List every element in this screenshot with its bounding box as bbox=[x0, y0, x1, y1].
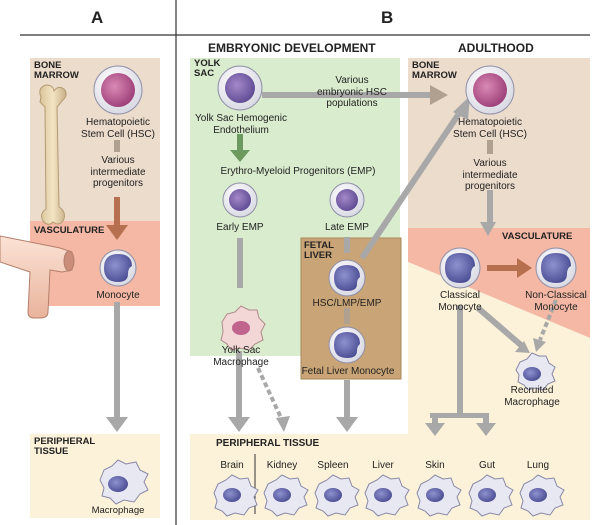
fetal-liver-label: FETAL LIVER bbox=[304, 240, 334, 262]
hsc-lmp-emp-cell bbox=[328, 259, 366, 297]
nonclassical-monocyte-label: Non-Classical Monocyte bbox=[525, 290, 587, 313]
adulthood-heading: ADULTHOOD bbox=[458, 41, 534, 55]
macrophage-label-a: Macrophage bbox=[91, 505, 145, 516]
hsc-lmp-emp-label: HSC/LMP/EMP bbox=[312, 298, 382, 309]
hsc-label-a: Hematopoietic Stem Cell (HSC) bbox=[81, 117, 155, 140]
classical-monocyte-cell bbox=[439, 247, 481, 289]
nonclassical-monocyte-cell bbox=[535, 247, 577, 289]
macrophage-cell-a bbox=[99, 459, 149, 505]
hsc-cell-b bbox=[465, 65, 515, 115]
hsc-label-b: Hematopoietic Stem Cell (HSC) bbox=[453, 117, 527, 140]
tissue-macrophages bbox=[213, 474, 565, 517]
fetal-liver-monocyte-label: Fetal Liver Monocyte bbox=[301, 366, 395, 377]
intermediate-label-b: Various intermediate progenitors bbox=[462, 158, 518, 192]
vasculature-label-a: VASCULATURE bbox=[34, 225, 105, 236]
arrows bbox=[106, 85, 558, 436]
embryonic-heading: EMBRYONIC DEVELOPMENT bbox=[208, 41, 376, 55]
hemogenic-label: Yolk Sac Hemogenic Endothelium bbox=[195, 113, 287, 136]
tissue-label-kidney: Kidney bbox=[266, 460, 298, 471]
recruited-macrophage-label: Recruited Macrophage bbox=[504, 385, 560, 408]
early-emp-label: Early EMP bbox=[216, 222, 264, 233]
bone-marrow-label-b: BONE MARROW bbox=[412, 60, 457, 82]
various-hsc-label: Various embryonic HSC populations bbox=[316, 75, 388, 109]
tissue-label-brain: Brain bbox=[220, 460, 244, 471]
vasculature-label-b: VASCULATURE bbox=[502, 231, 573, 242]
yolk-sac-macrophage-label: Yolk Sac Macrophage bbox=[213, 345, 269, 368]
tissue-label-spleen: Spleen bbox=[317, 460, 349, 471]
panel-a-letter: A bbox=[91, 8, 104, 27]
early-emp-cell bbox=[222, 182, 258, 218]
monocyte-label-a: Monocyte bbox=[96, 290, 140, 301]
tissue-label-liver: Liver bbox=[372, 460, 394, 471]
tissue-label-gut: Gut bbox=[478, 460, 496, 471]
fetal-liver-monocyte-cell bbox=[328, 326, 366, 364]
intermediate-label-a: Various intermediate progenitors bbox=[90, 155, 146, 189]
late-emp-cell bbox=[329, 182, 365, 218]
tissue-label-skin: Skin bbox=[425, 460, 445, 471]
bone-marrow-label-a: BONE MARROW bbox=[34, 60, 79, 82]
emp-label: Erythro-Myeloid Progenitors (EMP) bbox=[220, 166, 376, 177]
hsc-cell-a bbox=[93, 65, 143, 115]
yolk-sac-macrophage-cell bbox=[220, 305, 266, 351]
hemogenic-cell bbox=[217, 65, 263, 111]
yolk-sac-label: YOLK SAC bbox=[194, 58, 221, 80]
peripheral-tissue-label-a: PERIPHERAL TISSUE bbox=[34, 436, 96, 458]
peripheral-tissue-label-b: PERIPHERAL TISSUE bbox=[216, 438, 320, 449]
adult-tissue-region bbox=[408, 262, 590, 436]
monocyte-cell-a bbox=[99, 249, 137, 287]
blood-vessel-illustration bbox=[0, 235, 75, 319]
recruited-macrophage-cell bbox=[515, 352, 556, 391]
tissue-label-lung: Lung bbox=[526, 460, 550, 471]
bone-illustration bbox=[39, 84, 67, 225]
panel-b-letter: B bbox=[381, 8, 394, 27]
classical-monocyte-label: Classical Monocyte bbox=[438, 290, 482, 313]
late-emp-label: Late EMP bbox=[325, 222, 369, 233]
